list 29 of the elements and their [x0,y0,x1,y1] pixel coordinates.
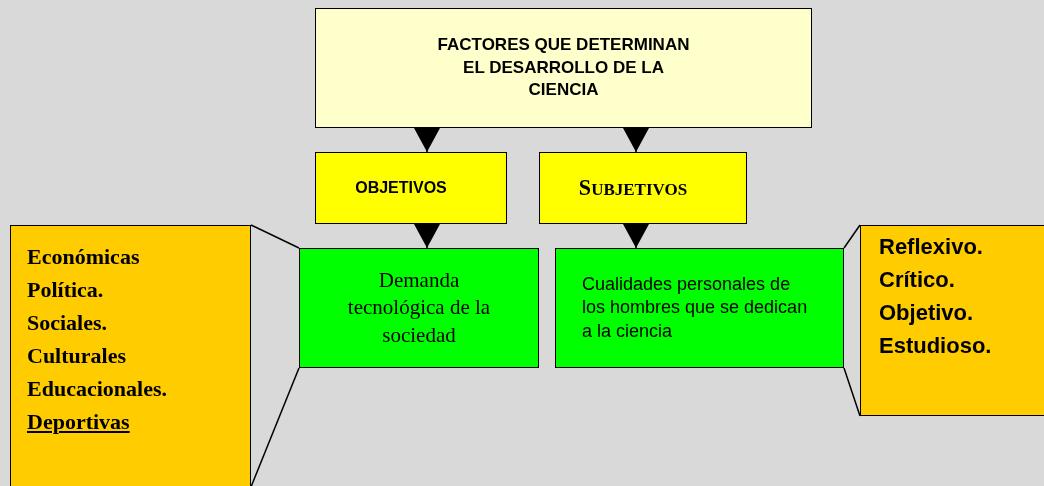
factor-box [299,248,539,368]
arrow [623,127,649,153]
list-item: Crítico. [879,266,955,294]
list-item: Objetivo. [879,299,974,327]
arrow [414,223,440,249]
list-item: Reflexivo. [879,233,983,261]
title-text: FACTORES QUE DETERMINAN EL DESARROLLO DE LA CIENCIA [436,33,691,102]
list-item: Culturales [27,342,126,370]
category-label: OBJETIVOS [355,178,447,198]
list-item: Estudioso. [879,332,992,360]
list-item: Sociales. [27,309,108,337]
arrow [414,127,440,153]
list-item: Política. [27,276,104,304]
factor-box [555,248,844,368]
factor-text: Cualidades personales de los hombres que se dedican a la ciencia [582,272,809,343]
callout-line [843,367,861,417]
callout-line [250,224,300,249]
arrow [623,223,649,249]
title-box [315,8,812,128]
callout-box [10,225,251,486]
list-item: Económicas [27,243,140,271]
list-item: Educacionales. [27,375,167,403]
category-box [539,152,747,224]
list-item: Deportivas [27,408,130,436]
category-box [315,152,507,224]
category-label: SUBJETIVOS [578,174,688,202]
callout-line [843,224,861,249]
factor-text: Demanda tecnológica de la sociedad [346,267,492,349]
callout-box [860,225,1044,416]
